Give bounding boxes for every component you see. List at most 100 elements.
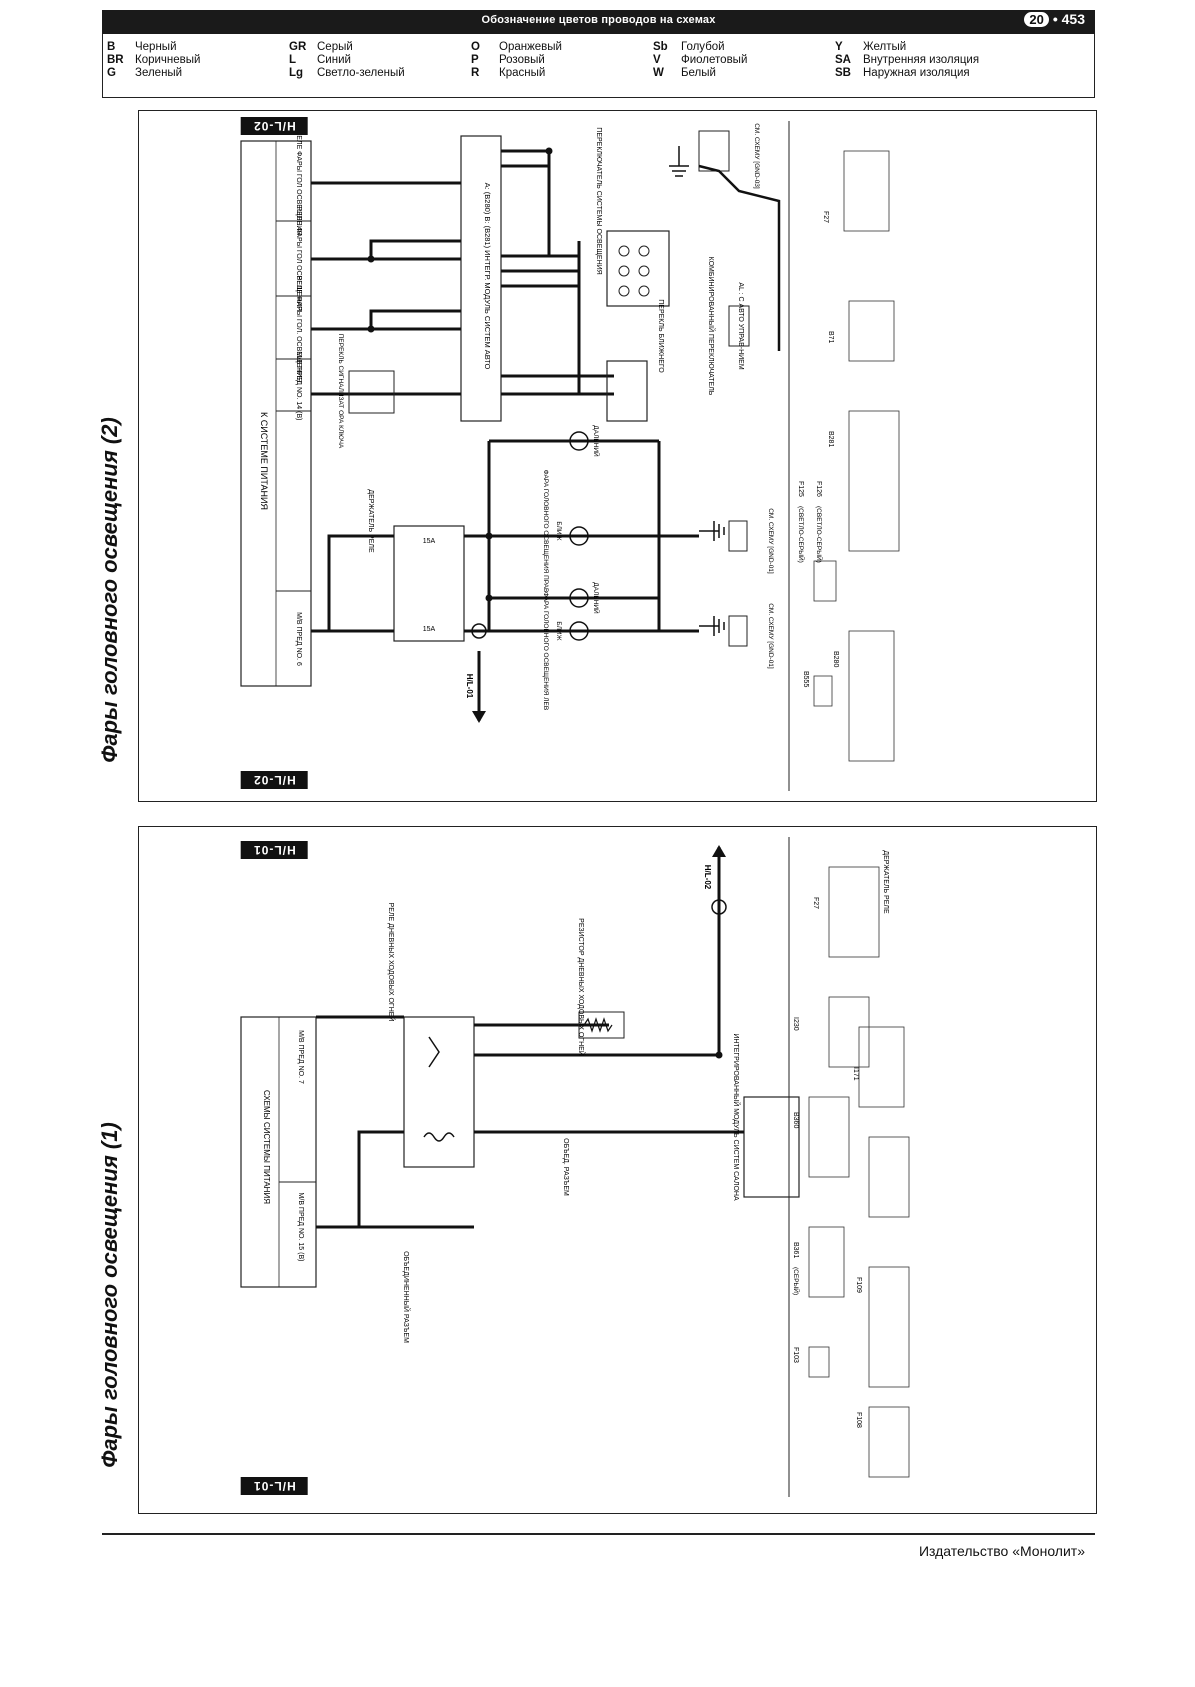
grey-note: (СЕРЫЙ) <box>792 1267 801 1295</box>
lamp-far-2: ДАЛЬНИЙ <box>592 582 601 614</box>
joint-conn-1: ОБЪЕДИНЕННЫЙ РАЗЪЕМ <box>402 1251 411 1343</box>
lamp-left-far <box>569 588 589 608</box>
lamp-right-far <box>569 431 589 451</box>
legend-title: Обозначение цветов проводов на схемах <box>481 14 716 26</box>
lamp-near-2: БЛИЖ <box>555 621 562 640</box>
f126-note: (СВЕТЛО-СЕРЫЙ) <box>815 506 824 563</box>
legend-color-name: Светло-зеленый <box>317 67 405 79</box>
legend-color-name: Фиолетовый <box>681 54 748 66</box>
legend-item: SB Наружная изоляция <box>835 66 970 80</box>
legend-code: Y <box>835 41 843 53</box>
legend-code: V <box>653 54 661 66</box>
legend-color-name: Голубой <box>681 41 725 53</box>
legend-color-name: Внутренняя изоляция <box>863 54 980 66</box>
relay-holder-label: ДЕРЖАТЕЛЬ РЕЛЕ <box>367 489 374 553</box>
legend-color-name: Оранжевый <box>499 41 562 53</box>
legend-code: SB <box>835 67 851 79</box>
conn-f125: F125 <box>797 481 804 497</box>
legend-item: V Фиолетовый <box>653 53 747 67</box>
lamp-left-near <box>569 621 589 641</box>
conn-f103: F103 <box>792 1347 799 1363</box>
module-label: А: (B280) В: (B281) ИНТЕГР. МОДУЛЬ СИСТЕ… <box>483 183 492 370</box>
conn-f108: F108 <box>855 1412 862 1428</box>
legend-color-name: Наружная изоляция <box>863 67 970 79</box>
lamp-near-1: БЛИЖ <box>555 521 562 540</box>
link-to-hl02: H/L-02 <box>703 865 712 890</box>
legend-code: R <box>471 67 480 79</box>
sheet2-tag-top: H/L-02 <box>241 117 308 135</box>
conn-f27: F27 <box>822 211 829 223</box>
legend-code: G <box>107 67 116 79</box>
legend-color-name: Желтый <box>863 41 907 53</box>
drl-resistor-label: РЕЗИСТОР ДНЕВНЫХ ХОДОВЫХ ОГНЕЙ <box>577 918 586 1056</box>
sheet1-title: Фары головного освещения (1) <box>97 1122 122 1468</box>
lamp-far-1: ДАЛЬНИЙ <box>592 425 601 457</box>
see-scheme-bottom: СМ. СХЕМУ [GND-01] <box>767 603 774 669</box>
legend-code: BR <box>107 54 124 66</box>
section-badge: 20 <box>1024 12 1049 27</box>
combo-switch-label: КОМБИНИРОВАННЫЙ ПЕРЕКЛЮЧАТЕЛЬ <box>707 257 716 396</box>
fuse-mb12: РЕЛЕ ФАРЫ ГОЛ ОСВЕЩЕНИЯ <box>295 207 302 312</box>
legend-code: L <box>289 54 297 66</box>
fuse-mb28: М/В ПРЕД NO. 14 (В) <box>295 352 302 421</box>
auto-note: AL : С АВТО УПРАВ-НИЕМ <box>737 282 744 369</box>
sheet1-frame: H/L-01 H/L-01 СХЕМЫ СИСТЕМЫ ПИТАНИЯ М/В … <box>138 826 1097 1514</box>
sheet1-diagram: СХЕМЫ СИСТЕМЫ ПИТАНИЯ М/В ПРЕД NO. 7 М/В… <box>240 837 910 1497</box>
conn-b555: B555 <box>802 671 809 687</box>
fuse-mb13: РЕЛЕ ФАРЫ ГОЛ. ОСВЕЩЕНИЯ <box>295 276 302 383</box>
publisher: Издательство «Монолит» <box>918 1543 1085 1559</box>
lamp-right-label: ФАРА ГОЛОВНОГО ОСВЕЩЕНИЯ ПРАВ <box>542 470 549 593</box>
fuse-mb17: М/В ПРЕД NO. 7 <box>297 1030 304 1084</box>
light-switch-label: ПЕРЕКЛЮЧАТЕЛЬ СИСТЕМЫ ОСВЕЩЕНИЯ <box>595 127 602 274</box>
drl-relay-label: РЕЛЕ ДНЕВНЫХ ХОДОВЫХ ОГНЕЙ <box>387 903 396 1022</box>
page-header: Обозначение цветов проводов на схемах 20… <box>102 10 1095 34</box>
beam-switch-label: ПЕРЕКЛЬ БЛИЖНЕГО <box>657 299 664 373</box>
lamp-right-near <box>569 526 589 546</box>
see-scheme-top: СМ. СХЕМУ [GND-03] <box>753 123 760 189</box>
sheet2-power-label: К СИСТЕМЕ ПИТАНИЯ <box>259 412 269 510</box>
legend-color-name: Красный <box>499 67 546 79</box>
relay-holder-s1: ДЕРЖАТЕЛЬ РЕЛЕ <box>882 850 889 914</box>
lamp-left-label: ФАРА ГОЛОВНОГО ОСВЕЩЕНИЯ ЛЕВ <box>542 592 549 710</box>
page-number: 20• 453 <box>1024 11 1085 27</box>
conn-b360: B360 <box>792 1112 799 1128</box>
legend-item: BR Коричневый <box>107 53 200 67</box>
see-scheme-mid: СМ. СХЕМУ [GND-01] <box>767 508 774 574</box>
legend-color-name: Розовый <box>499 54 545 66</box>
conn-i171: I171 <box>852 1067 859 1081</box>
sheet2-tag-bottom: H/L-02 <box>241 771 308 789</box>
sheet1-tag-top: H/L-01 <box>241 841 308 859</box>
legend-code: GR <box>289 41 307 53</box>
fuse-15a-2: 15A <box>423 626 436 633</box>
conn-f126: F126 <box>815 481 822 497</box>
legend-item: W Белый <box>653 66 716 80</box>
body-module-label: ИНТЕГРИРОВАННЫЙ МОДУЛЬ СИСТЕМ САЛОНА <box>732 1033 741 1201</box>
legend-color-name: Коричневый <box>135 54 201 66</box>
legend-code: B <box>107 41 116 53</box>
legend-item: R Красный <box>471 66 545 80</box>
page-num: 453 <box>1061 11 1085 27</box>
legend-color-name: Белый <box>681 67 716 79</box>
legend-color-name: Черный <box>135 41 177 53</box>
conn-f109: F109 <box>855 1277 862 1293</box>
fuse-mb16: М/В ПРЕД NO. 6 <box>295 612 302 666</box>
legend-code: W <box>653 67 664 79</box>
sheet2-frame: H/L-02 H/L-02 К СИСТЕМЕ ПИТАНИЯ РЕЛЕ ФАР… <box>138 110 1097 802</box>
conn-b71: B71 <box>827 331 834 344</box>
f125-note: (СВЕТЛО-СЕРЫЙ) <box>797 506 806 563</box>
sheet1-power-label: СХЕМЫ СИСТЕМЫ ПИТАНИЯ <box>262 1090 271 1204</box>
footer-rule <box>102 1533 1095 1535</box>
legend-code: SA <box>835 54 851 66</box>
legend-color-name: Зеленый <box>135 67 183 79</box>
legend-item: G Зеленый <box>107 66 182 80</box>
conn-b281: B281 <box>827 431 834 447</box>
legend-item: SA Внутренняя изоляция <box>835 53 979 67</box>
legend-item: B Черный <box>107 40 177 54</box>
bullet: • <box>1052 11 1062 27</box>
